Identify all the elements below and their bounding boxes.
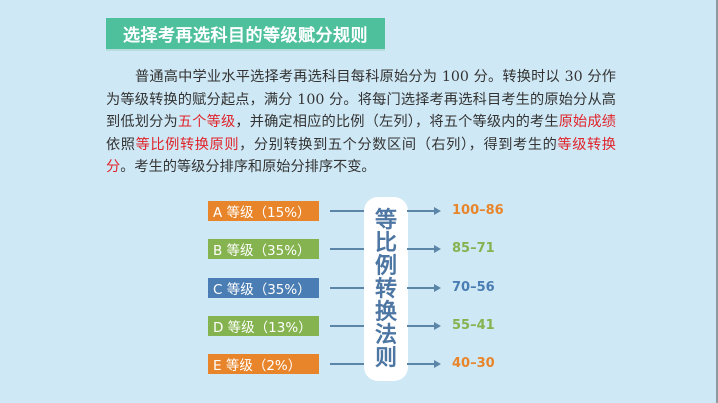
paragraph-text: ，分别转换到五个分数区间（右列），得到考生的	[239, 136, 558, 153]
arrow-right-icon	[434, 207, 441, 215]
paragraph-text: 普通高中学业水平选择考再选科目每科原始分为 100 分。转换时以 30 分作为等…	[106, 69, 616, 130]
center-label-char: 比	[374, 230, 397, 256]
grade-box-e: E 等级（2%）	[208, 354, 319, 374]
center-label-char: 转	[374, 276, 397, 302]
highlighted-term: 原始成绩	[558, 114, 616, 130]
center-label-char: 换	[374, 299, 397, 325]
highlighted-term: 等比例转换原则	[135, 136, 240, 153]
highlighted-term: 五个等级	[177, 114, 236, 130]
grade-box-b: B 等级（35%）	[208, 239, 319, 259]
arrow-right-icon	[434, 360, 441, 368]
grade-box-d: D 等级（13%）	[208, 316, 319, 336]
description-paragraph: 普通高中学业水平选择考再选科目每科原始分为 100 分。转换时以 30 分作为等…	[106, 66, 616, 179]
paragraph-text: 。考生的等级分排序和原始分排序不变。	[120, 159, 376, 175]
center-label-char: 法	[374, 322, 397, 348]
score-range-a: 100–86	[452, 203, 504, 218]
connector-line-left	[330, 210, 366, 212]
connector-line-right	[407, 325, 435, 327]
connector-line-right	[407, 248, 435, 250]
grade-box-a: A 等级（15%）	[208, 201, 319, 221]
center-label-char: 例	[374, 253, 397, 279]
connector-line-right	[407, 210, 435, 212]
connector-line-left	[330, 363, 366, 365]
arrow-right-icon	[434, 284, 441, 292]
paragraph-text: ，并确定相应的比例（左列），将五个等级内的考生	[235, 114, 559, 130]
center-label-char: 等	[374, 207, 397, 233]
connector-line-left	[330, 325, 366, 327]
score-range-e: 40–30	[452, 356, 495, 371]
connector-line-right	[407, 363, 435, 365]
center-label-pill: 等比例转换法则	[364, 197, 408, 381]
highlighted-term: 等级转换分	[106, 136, 616, 176]
score-range-b: 85–71	[452, 241, 495, 256]
right-edge-border	[716, 0, 718, 403]
score-range-d: 55–41	[452, 318, 495, 333]
score-range-c: 70–56	[452, 280, 495, 295]
connector-line-left	[330, 248, 366, 250]
arrow-right-icon	[434, 245, 441, 253]
grade-box-c: C 等级（35%）	[208, 278, 319, 298]
connector-line-right	[407, 287, 435, 289]
arrow-right-icon	[434, 322, 441, 330]
page-title: 选择考再选科目的等级赋分规则	[106, 18, 385, 49]
paragraph-text: 依照	[106, 136, 136, 153]
connector-line-left	[330, 287, 366, 289]
center-label-char: 则	[374, 345, 397, 371]
